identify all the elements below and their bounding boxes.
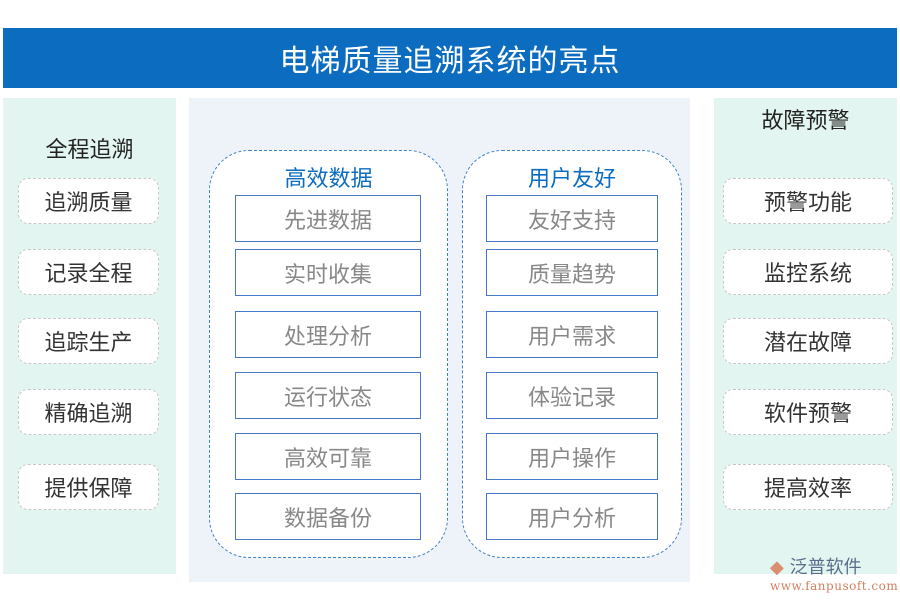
right-item: 软件预警 (723, 389, 893, 435)
left-heading: 全程追溯 (45, 138, 134, 163)
group-heading: 用户友好 (527, 167, 616, 192)
right-item: 监控系统 (723, 249, 893, 295)
left-item: 提供保障 (18, 464, 159, 510)
user-item: 质量趋势 (486, 249, 658, 296)
user-item: 用户需求 (486, 311, 658, 358)
left-item: 追踪生产 (18, 318, 159, 364)
left-item: 精确追溯 (18, 389, 159, 435)
left-item: 记录全程 (18, 249, 159, 295)
right-item: 预警功能 (723, 178, 893, 224)
data-item: 运行状态 (235, 372, 421, 419)
user-item: 用户操作 (486, 433, 658, 480)
right-item: 潜在故障 (723, 318, 893, 364)
group-heading: 高效数据 (284, 167, 373, 192)
left-item: 追溯质量 (18, 178, 159, 224)
user-item: 体验记录 (486, 372, 658, 419)
page-title: 电梯质量追溯系统的亮点 (3, 28, 897, 88)
data-item: 数据备份 (235, 493, 421, 540)
user-item: 友好支持 (486, 195, 658, 242)
data-item: 实时收集 (235, 249, 421, 296)
data-item: 先进数据 (235, 195, 421, 242)
right-heading: 故障预警 (761, 109, 850, 134)
data-item: 处理分析 (235, 311, 421, 358)
right-item: 提高效率 (723, 464, 893, 510)
user-item: 用户分析 (486, 493, 658, 540)
data-item: 高效可靠 (235, 433, 421, 480)
logo-icon: ◆ (770, 557, 784, 578)
